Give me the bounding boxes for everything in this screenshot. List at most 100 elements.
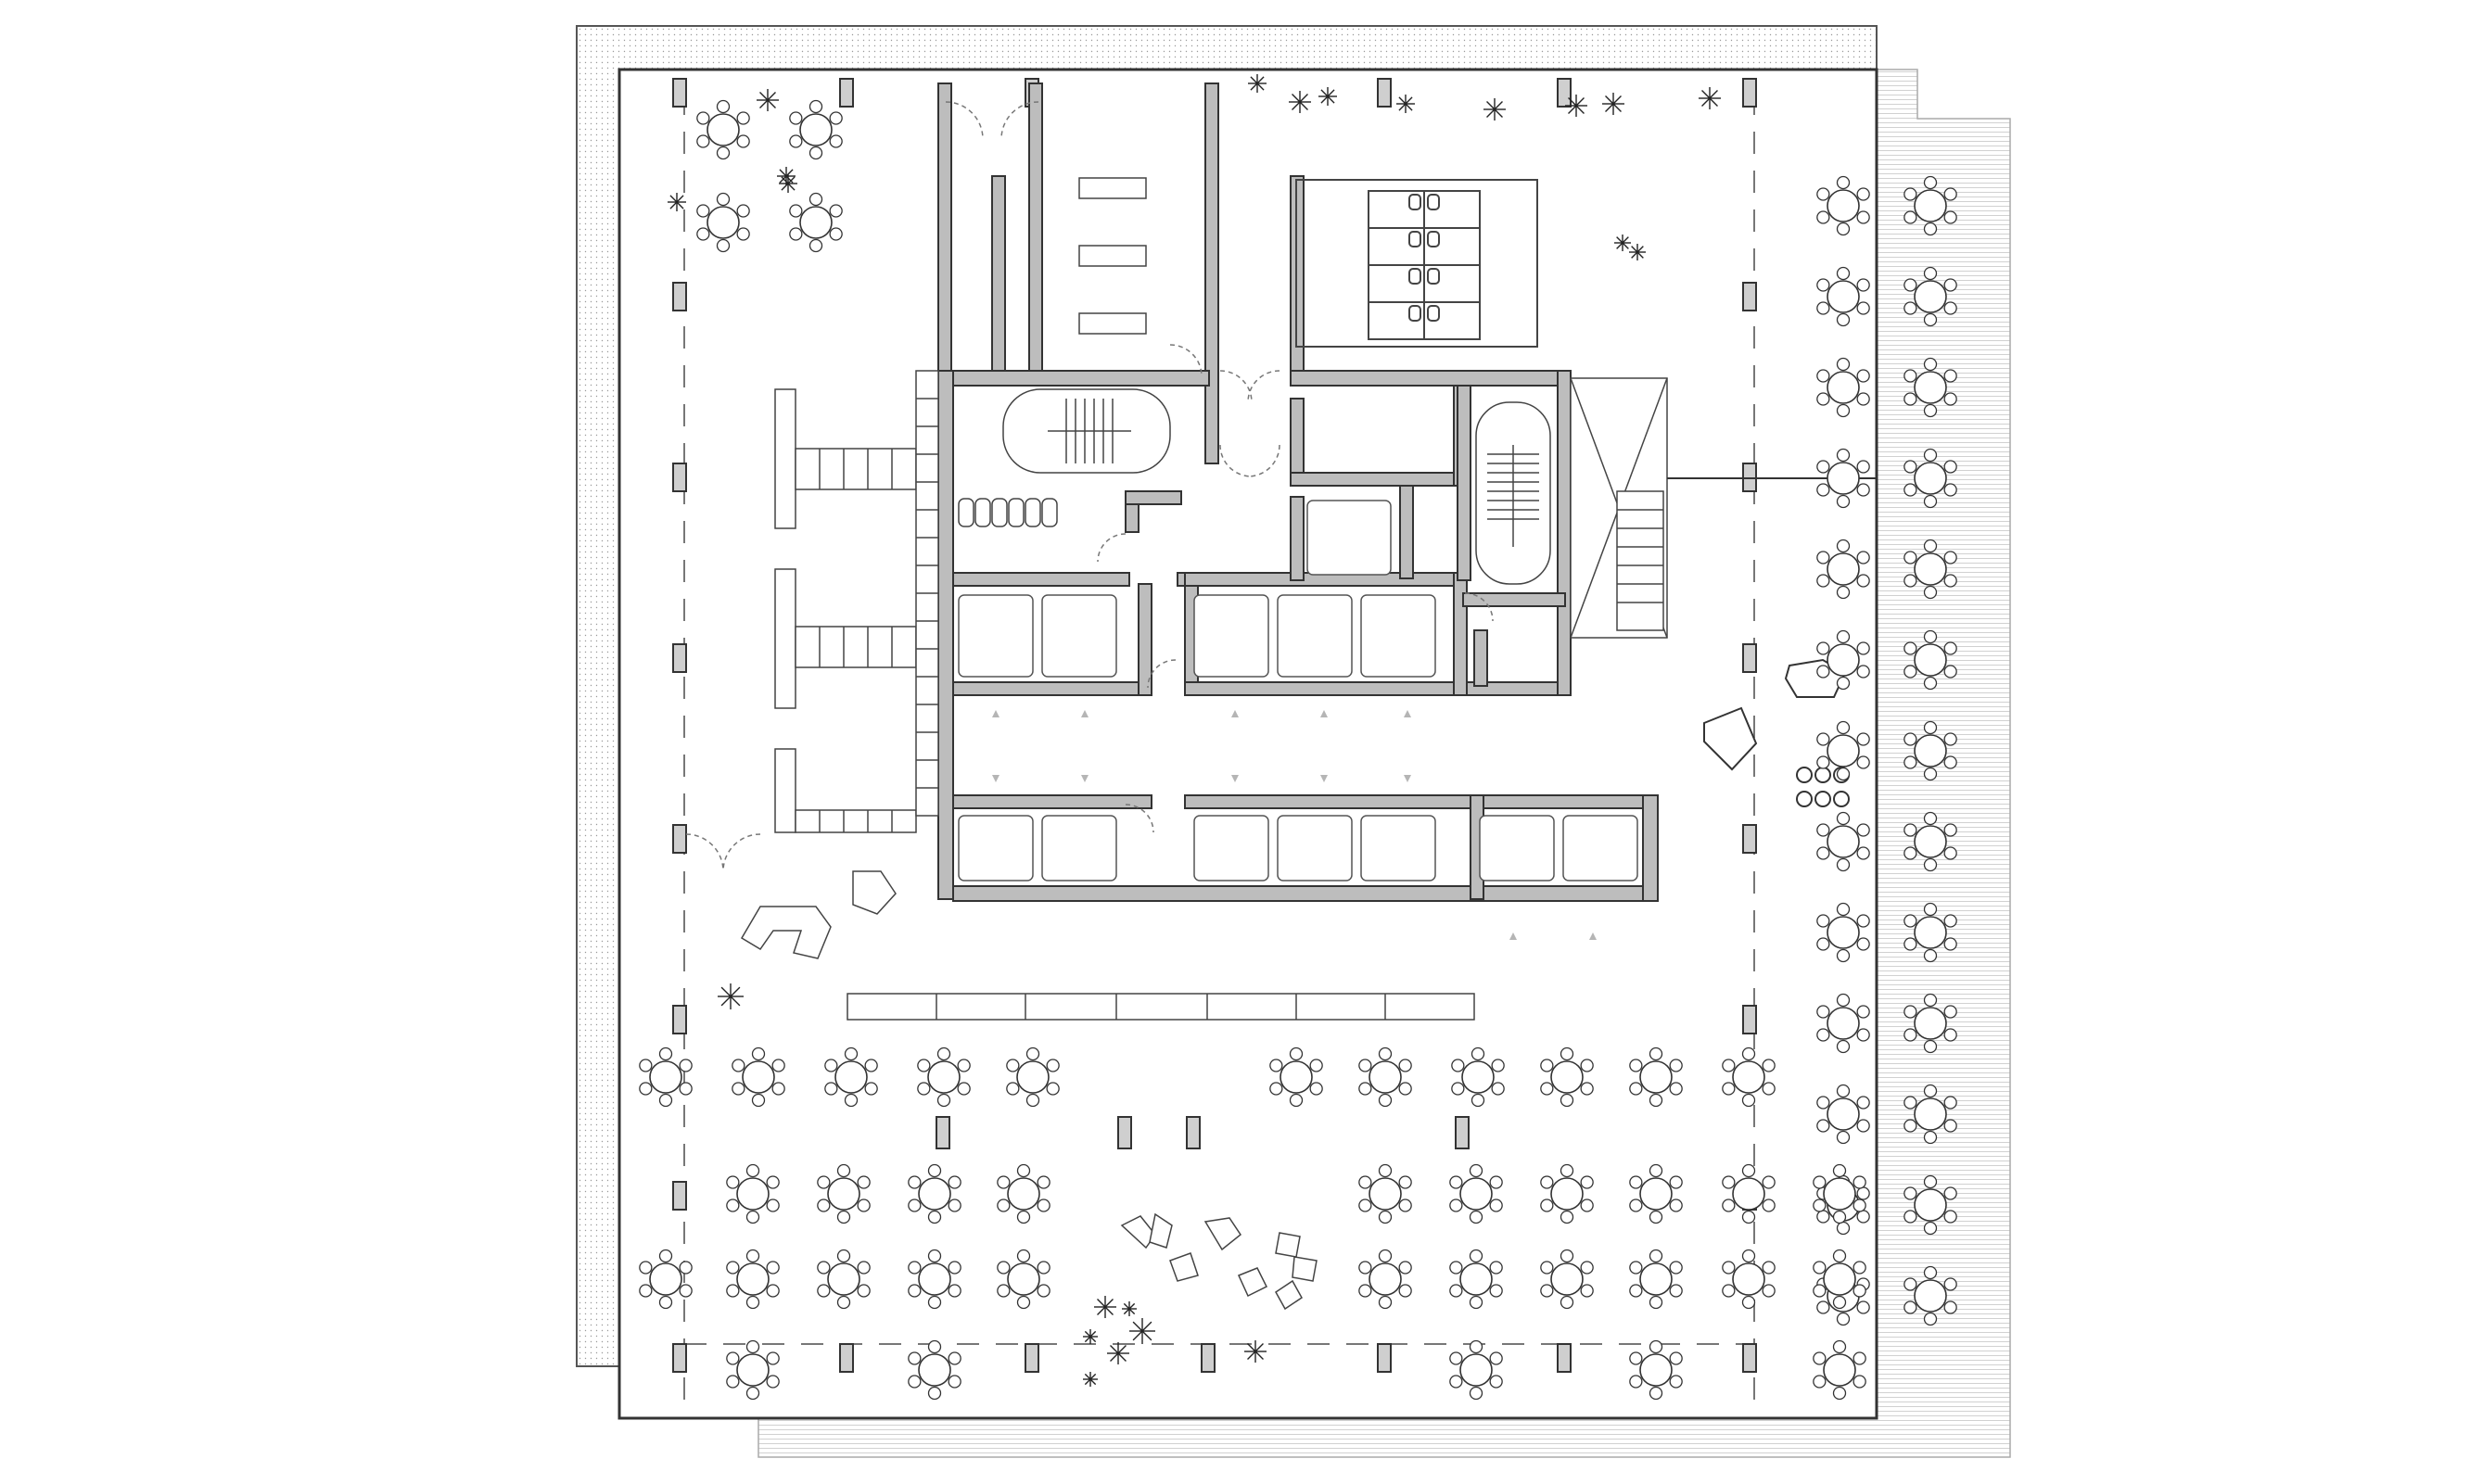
stair-annex [1570, 377, 1877, 639]
round-table-with-chairs [917, 1046, 971, 1108]
round-table-with-chairs [817, 1249, 871, 1310]
round-table-with-chairs [726, 1339, 780, 1401]
round-table-with-chairs [997, 1163, 1050, 1224]
toilet-stall [1408, 194, 1421, 210]
plant-icon [1083, 1329, 1098, 1344]
round-table-with-chairs [726, 1249, 780, 1310]
toilet-stall [1427, 305, 1440, 322]
round-table-with-chairs [1813, 1249, 1866, 1310]
round-table-with-chairs [1722, 1249, 1776, 1310]
plant-icon [777, 167, 796, 185]
round-table-with-chairs [696, 99, 750, 160]
round-table-with-chairs [1449, 1249, 1503, 1310]
plant-icon [1318, 87, 1337, 106]
plant-icon [1396, 95, 1415, 113]
round-table-with-chairs [1816, 811, 1870, 872]
plant-icon [1083, 1372, 1098, 1387]
plant-icon [1107, 1342, 1129, 1364]
round-table-with-chairs [1722, 1163, 1776, 1224]
plant-icon [1122, 1301, 1137, 1316]
round-table-with-chairs [824, 1046, 878, 1108]
round-table-with-chairs [726, 1163, 780, 1224]
round-table-with-chairs [1449, 1339, 1503, 1401]
elevator-car [1360, 594, 1436, 678]
stair-core-right [1475, 401, 1551, 585]
toilet-stall [1408, 268, 1421, 285]
elevator-car [1277, 815, 1353, 882]
lounge-seating [740, 870, 1318, 1311]
round-table-with-chairs [1816, 266, 1870, 327]
plant-icon [718, 983, 744, 1009]
round-table-with-chairs [908, 1163, 961, 1224]
toilet-stall [1427, 231, 1440, 247]
round-table-with-chairs [817, 1163, 871, 1224]
round-table-with-chairs [696, 192, 750, 253]
round-table-with-chairs [1903, 357, 1957, 418]
doors [685, 101, 1494, 872]
round-table-with-chairs [1451, 1046, 1505, 1108]
elevator-car [1360, 815, 1436, 882]
plants [668, 74, 1721, 1387]
toilet-stall [1408, 231, 1421, 247]
round-table-with-chairs [1903, 266, 1957, 327]
stair-core-left [1002, 388, 1171, 474]
round-table-with-chairs [1816, 539, 1870, 600]
round-table-with-chairs [1903, 811, 1957, 872]
plant-icon [1289, 91, 1311, 113]
column-row-bottom [839, 1343, 1572, 1373]
tables [639, 99, 1957, 1401]
round-table-with-chairs [1816, 357, 1870, 418]
round-table-with-chairs [908, 1339, 961, 1401]
round-table-with-chairs [1813, 1339, 1866, 1401]
round-table-with-chairs [639, 1249, 693, 1310]
round-table-with-chairs [1903, 175, 1957, 236]
toilet-stall [1427, 268, 1440, 285]
plant-icon [1629, 244, 1646, 260]
round-table-with-chairs [1903, 1174, 1957, 1236]
building-outline [618, 68, 1878, 1420]
round-table-with-chairs [1816, 448, 1870, 509]
column-row-left [672, 282, 687, 1373]
round-table-with-chairs [1903, 539, 1957, 600]
plant-icon [1248, 74, 1267, 93]
plant-icon [1565, 95, 1587, 117]
round-table-with-chairs [1358, 1046, 1412, 1108]
elevator-car [1193, 594, 1269, 678]
round-table-with-chairs [1722, 1046, 1776, 1108]
plant-icon [1602, 93, 1624, 115]
plant-icon [779, 174, 797, 193]
round-table-with-chairs [1903, 1265, 1957, 1326]
elevator-car [1277, 594, 1353, 678]
round-table-with-chairs [1540, 1249, 1594, 1310]
round-table-with-chairs [1006, 1046, 1060, 1108]
plant-icon [1483, 98, 1506, 120]
plant-icon [1699, 87, 1721, 109]
round-table-with-chairs [1903, 902, 1957, 963]
round-table-with-chairs [1449, 1163, 1503, 1224]
plant-icon [1129, 1318, 1155, 1344]
bench-row [847, 993, 1475, 1021]
column-row-interior [936, 1116, 1470, 1149]
elevator-car [958, 815, 1034, 882]
round-table-with-chairs [732, 1046, 785, 1108]
round-table-with-chairs [908, 1249, 961, 1310]
round-table-with-chairs [789, 99, 843, 160]
round-table-with-chairs [1629, 1339, 1683, 1401]
skylights [1078, 177, 1147, 335]
round-table-with-chairs [1269, 1046, 1323, 1108]
toilet-stall [1427, 194, 1440, 210]
round-table-with-chairs [1903, 448, 1957, 509]
round-table-with-chairs [1816, 1084, 1870, 1145]
round-table-with-chairs [1358, 1163, 1412, 1224]
elevator-car [1479, 815, 1555, 882]
plant-icon [1094, 1296, 1116, 1318]
round-table-with-chairs [1816, 629, 1870, 691]
round-table-with-chairs [1629, 1163, 1683, 1224]
stepped-seating [774, 370, 939, 833]
core-walls [937, 82, 1659, 902]
round-table-with-chairs [1816, 720, 1870, 781]
round-table-with-chairs [1540, 1163, 1594, 1224]
round-table-with-chairs [1816, 902, 1870, 963]
plant-icon [668, 193, 686, 211]
arrow-markers [992, 710, 1597, 940]
